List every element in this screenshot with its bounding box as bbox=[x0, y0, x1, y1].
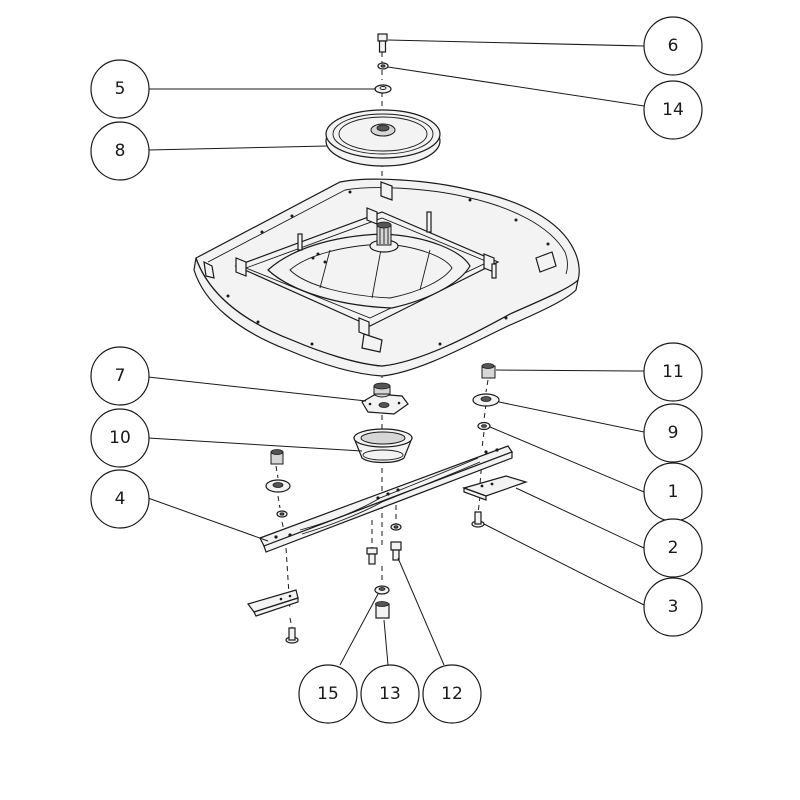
leader-lines bbox=[147, 39, 645, 666]
callout-13: 13 bbox=[360, 664, 420, 724]
callout-11: 11 bbox=[643, 342, 703, 402]
callout-6-label: 6 bbox=[668, 36, 679, 56]
part-3-bolt bbox=[471, 511, 485, 528]
part-7-bearing-flange bbox=[361, 382, 409, 415]
part-12-bolt bbox=[390, 541, 402, 561]
callout-2-label: 2 bbox=[668, 538, 679, 558]
left-nut bbox=[270, 449, 284, 465]
callout-12: 12 bbox=[422, 664, 482, 724]
left-lower-bolt bbox=[285, 627, 299, 644]
callout-9-label: 9 bbox=[668, 423, 679, 443]
callout-5: 5 bbox=[90, 59, 150, 119]
left-washer bbox=[265, 479, 291, 493]
callout-2: 2 bbox=[643, 518, 703, 578]
part-4-blade bbox=[259, 445, 513, 553]
callout-14-label: 14 bbox=[662, 100, 684, 120]
callout-15: 15 bbox=[298, 664, 358, 724]
callout-10-label: 10 bbox=[109, 428, 131, 448]
centre-small-washer bbox=[390, 523, 402, 531]
part-10-cup bbox=[353, 428, 413, 464]
callout-5-label: 5 bbox=[115, 79, 126, 99]
callout-14: 14 bbox=[643, 80, 703, 140]
part-13-nut bbox=[375, 601, 390, 619]
callout-8: 8 bbox=[90, 121, 150, 181]
callout-4: 4 bbox=[90, 469, 150, 529]
callout-1: 1 bbox=[643, 462, 703, 522]
callout-8-label: 8 bbox=[115, 141, 126, 161]
callout-6: 6 bbox=[643, 16, 703, 76]
callout-11-label: 11 bbox=[662, 362, 684, 382]
callout-3-label: 3 bbox=[668, 597, 679, 617]
callout-7: 7 bbox=[90, 346, 150, 406]
part-14-washer bbox=[377, 62, 389, 70]
part-9-washer bbox=[472, 393, 500, 407]
part-6-bolt bbox=[377, 33, 388, 53]
callout-15-label: 15 bbox=[317, 684, 339, 704]
part-15-washer bbox=[374, 585, 390, 595]
part-8-pulley bbox=[325, 109, 441, 167]
left-cutter-plate bbox=[247, 589, 299, 617]
callout-1-label: 1 bbox=[668, 482, 679, 502]
callout-4-label: 4 bbox=[115, 489, 126, 509]
centre-bolt-left bbox=[366, 547, 378, 565]
part-5-spacer bbox=[374, 84, 392, 94]
callout-12-label: 12 bbox=[441, 684, 463, 704]
part-11-nut bbox=[481, 363, 496, 379]
part-2-cutter-plate bbox=[462, 475, 528, 501]
part-1-washer bbox=[477, 421, 491, 431]
callout-13-label: 13 bbox=[379, 684, 401, 704]
callout-9: 9 bbox=[643, 403, 703, 463]
callout-3: 3 bbox=[643, 577, 703, 637]
callout-10: 10 bbox=[90, 408, 150, 468]
mower-deck-housing bbox=[193, 178, 580, 377]
callout-7-label: 7 bbox=[115, 366, 126, 386]
left-small-washer bbox=[276, 510, 288, 518]
